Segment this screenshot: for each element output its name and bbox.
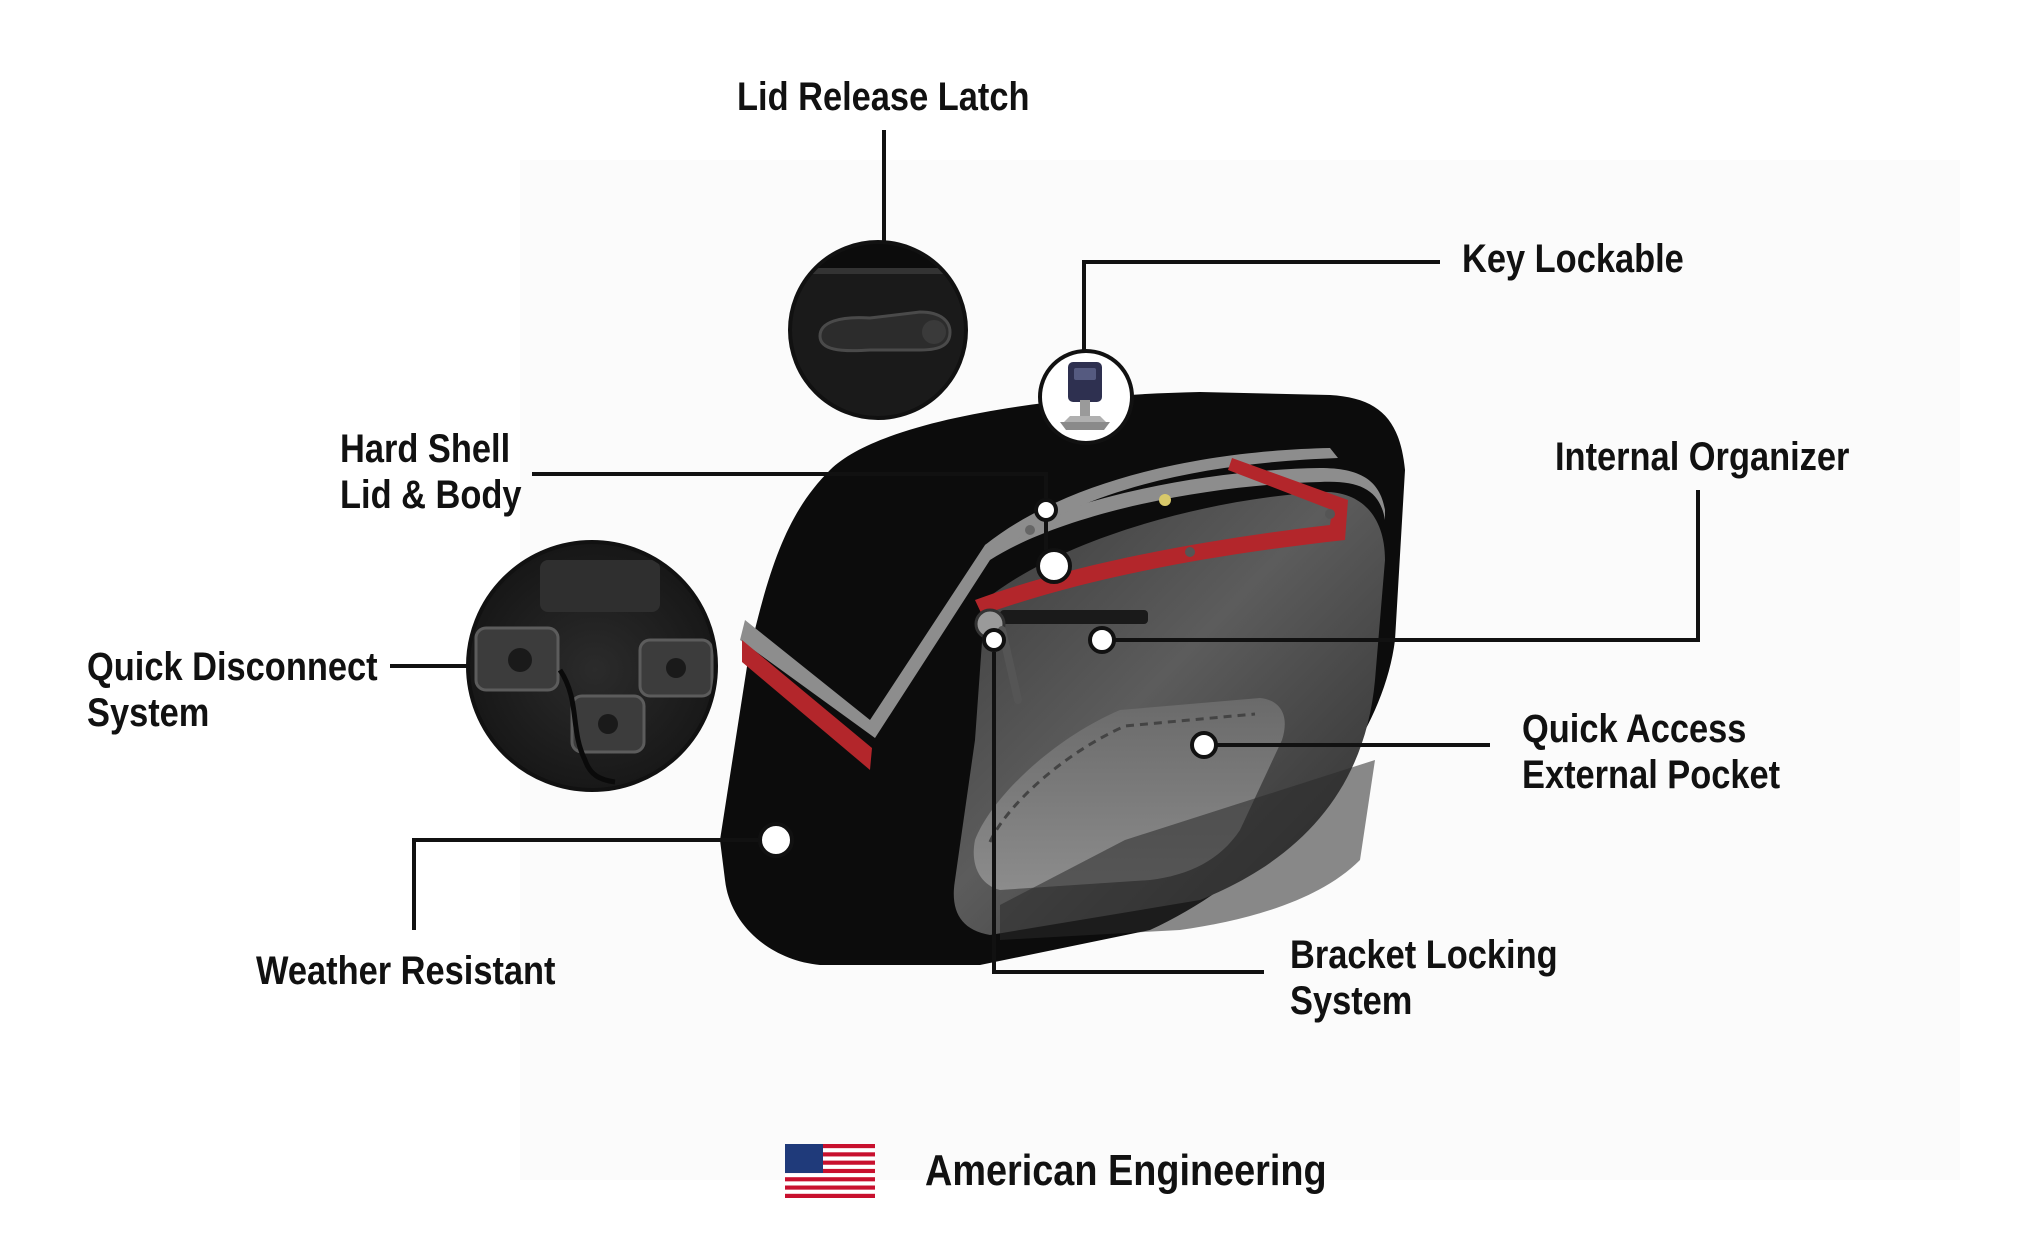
saddlebag-illustration (720, 392, 1405, 965)
hotspot-hard-shell (1034, 498, 1058, 522)
zipper-slot (1000, 610, 1148, 624)
label-hard-shell: Hard Shell Lid & Body (340, 426, 522, 518)
bag-trim-red (742, 640, 872, 770)
hotspot-internal-organizer (1088, 626, 1116, 654)
label-lid-release-latch: Lid Release Latch (737, 75, 1030, 119)
label-hard-shell-line2: Lid & Body (340, 473, 522, 517)
us-flag-icon (785, 1144, 875, 1198)
label-key-lockable: Key Lockable (1462, 237, 1684, 281)
key-lockable-detail (1038, 349, 1134, 445)
leader-lines (390, 130, 1700, 974)
hotspot-hard-shell-lower (1036, 548, 1072, 584)
footer-american-engineering: American Engineering (925, 1146, 1327, 1195)
hotspot-bracket-locking (982, 628, 1006, 652)
label-quick-disconnect-line2: System (87, 691, 210, 735)
label-quick-disconnect-line1: Quick Disconnect (87, 645, 378, 689)
bag-trim-gray (740, 468, 1385, 738)
label-weather-resistant: Weather Resistant (256, 949, 556, 993)
label-quick-disconnect: Quick Disconnect System (87, 644, 378, 736)
label-bracket-locking-line1: Bracket Locking (1290, 933, 1558, 977)
label-quick-access-line2: External Pocket (1522, 753, 1781, 797)
hotspot-quick-access (1190, 731, 1218, 759)
label-quick-access-line1: Quick Access (1522, 707, 1747, 751)
label-internal-organizer: Internal Organizer (1555, 435, 1850, 479)
label-bracket-locking: Bracket Locking System (1290, 932, 1558, 1024)
label-hard-shell-line1: Hard Shell (340, 427, 511, 471)
quick-disconnect-detail (466, 540, 718, 792)
label-quick-access: Quick Access External Pocket (1522, 706, 1780, 798)
hotspot-markers (758, 498, 1218, 858)
label-bracket-locking-line2: System (1290, 979, 1413, 1023)
hotspot-weather-resistant (758, 822, 794, 858)
